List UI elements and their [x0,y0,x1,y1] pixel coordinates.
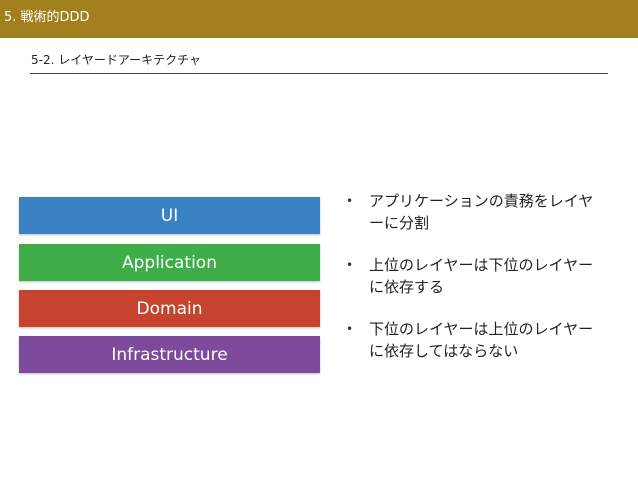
layer-ui: UI [19,197,320,234]
bullet-text: 上位のレイヤーは下位のレイヤーに依存する [369,256,594,296]
bullet-item: • アプリケーションの責務をレイヤーに分割 [343,190,608,234]
bullet-dot-icon: • [346,194,354,208]
slide-subtitle: 5-2. レイヤードアーキテクチャ [31,53,202,67]
bullet-item: • 下位のレイヤーは上位のレイヤーに依存してはならない [343,318,608,362]
bullet-text: 下位のレイヤーは上位のレイヤーに依存してはならない [369,320,594,360]
layer-application: Application [19,244,320,281]
bullet-text: アプリケーションの責務をレイヤーに分割 [369,192,594,232]
header-bar: 5. 戦術的DDD [0,0,638,38]
subtitle-divider [30,73,608,74]
bullet-list: • アプリケーションの責務をレイヤーに分割 • 上位のレイヤーは下位のレイヤーに… [343,190,608,382]
layer-label: Infrastructure [111,344,228,365]
layer-infrastructure: Infrastructure [19,336,320,373]
bullet-item: • 上位のレイヤーは下位のレイヤーに依存する [343,254,608,298]
section-title: 5. 戦術的DDD [4,10,90,25]
bullet-dot-icon: • [346,322,354,336]
layer-label: Domain [136,298,203,319]
layer-label: UI [160,205,179,226]
bullet-dot-icon: • [346,258,354,272]
layer-domain: Domain [19,290,320,327]
layer-label: Application [122,252,217,273]
